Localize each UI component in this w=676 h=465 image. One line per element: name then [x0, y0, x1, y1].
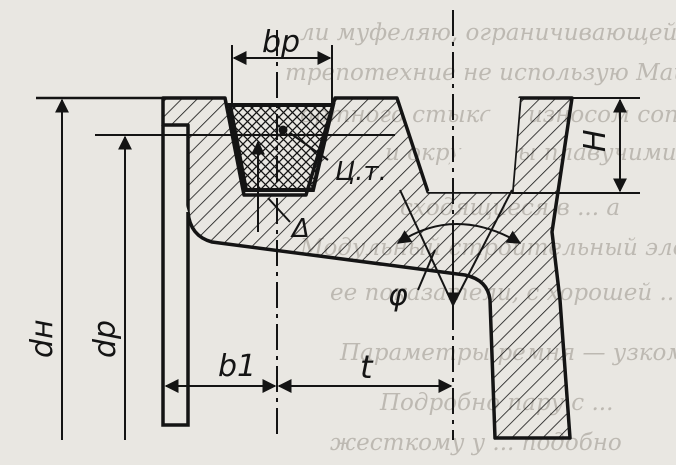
- phi-ray-left: [399, 189, 454, 306]
- right-groove: [428, 98, 520, 192]
- phi-arc: [396, 223, 522, 244]
- bg-text-line: трепотехние не использую Маш: [285, 60, 676, 86]
- delta-leader: [267, 197, 291, 223]
- v-belt-section: [227, 103, 336, 192]
- phi-ray-right: [452, 189, 513, 306]
- dimension-arrows: [55, 51, 627, 440]
- pulley-rim-section: [161, 96, 574, 440]
- label-bp: bp: [262, 25, 300, 60]
- phi-leader: [417, 249, 436, 291]
- bg-text-line: ли муфеляю, ограничивающей неприли: [300, 20, 676, 46]
- label-h: H: [578, 129, 613, 152]
- dimension-labels: bp Ц.т. Δ H φ dн dp b1 t: [25, 25, 613, 386]
- label-dp: dp: [88, 320, 123, 358]
- cog-leader: [289, 132, 329, 161]
- belt-trapezoid: [227, 103, 336, 192]
- label-phi: φ: [388, 278, 408, 313]
- bg-text-line: жесткому у ... подобно: [330, 430, 622, 456]
- label-delta: Δ: [290, 214, 310, 244]
- label-b1: b1: [218, 349, 256, 384]
- label-dn: dн: [25, 319, 60, 358]
- label-center-of-gravity: Ц.т.: [335, 157, 387, 187]
- center-of-gravity-dot: [278, 125, 288, 135]
- hub-wall: [161, 125, 190, 427]
- label-t: t: [360, 348, 374, 386]
